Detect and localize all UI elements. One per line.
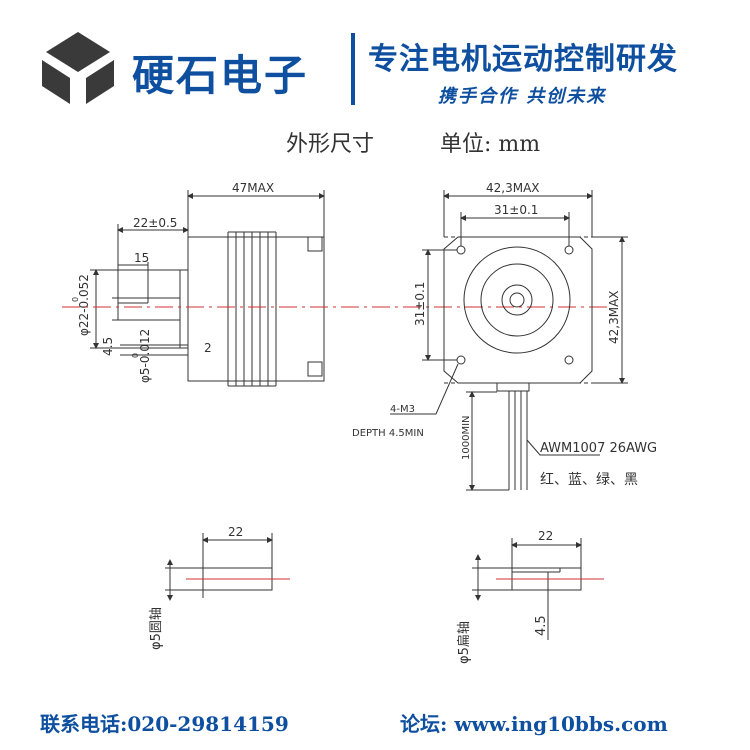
side-body (187, 236, 325, 382)
front-height-label: 42,3MAX (607, 290, 621, 344)
footer-forum-link[interactable]: 论坛: www.ing10bbs.com (400, 712, 668, 736)
slogan-main: 专注电机运动控制研发 (368, 42, 678, 77)
side-shaft-length-label: 22±0.5 (133, 216, 177, 230)
holes-depth-label: DEPTH 4.5MIN (352, 428, 424, 439)
front-boss-outer (463, 246, 571, 354)
flat-shaft-length-label: 22 (538, 529, 553, 543)
lead-length-label: 1000MIN (461, 415, 472, 460)
front-view (390, 190, 628, 491)
front-width-label: 42,3MAX (486, 181, 540, 195)
drawing-title: 外形尺寸 (286, 132, 375, 157)
side-boss-tol-top: 0 (71, 297, 80, 302)
flat-shaft-detail (472, 538, 582, 640)
round-shaft-label: φ5圆轴 (149, 607, 164, 650)
header-divider (351, 33, 355, 105)
front-hole-x-label: 31±0.1 (494, 203, 538, 217)
flat-shaft-label: φ5扁轴 (457, 621, 472, 664)
front-plate (443, 236, 593, 384)
round-shaft-length-label: 22 (228, 525, 243, 539)
side-boss-height-label: 2 (204, 341, 212, 355)
flat-shaft-height-label: 4.5 (534, 615, 549, 636)
slogan-sub: 携手合作 共创未来 (438, 86, 607, 107)
logo-icon (42, 32, 114, 104)
wire-spec-label: AWM1007 26AWG (540, 441, 657, 456)
round-shaft-detail (165, 533, 273, 601)
side-shaft-dia-label: φ5-0.012 (138, 329, 152, 383)
side-flat-height-label: 4.5 (101, 337, 115, 356)
side-shaft-tol-top: 0 (131, 353, 140, 358)
wire-colors-label: 红、蓝、绿、黑 (540, 472, 638, 488)
side-length-label: 47MAX (232, 181, 274, 195)
footer-phone: 联系电话:020-29814159 (40, 712, 289, 736)
brand-name: 硬石电子 (132, 51, 309, 100)
front-hole-y-label: 31±0.1 (413, 282, 427, 326)
drawing-unit: 单位: mm (440, 132, 541, 157)
side-view (90, 190, 325, 387)
side-flat-length-label: 15 (134, 251, 149, 265)
side-boss-dia-label: φ22-0.052 (77, 274, 91, 336)
holes-spec-label: 4-M3 (390, 404, 415, 415)
